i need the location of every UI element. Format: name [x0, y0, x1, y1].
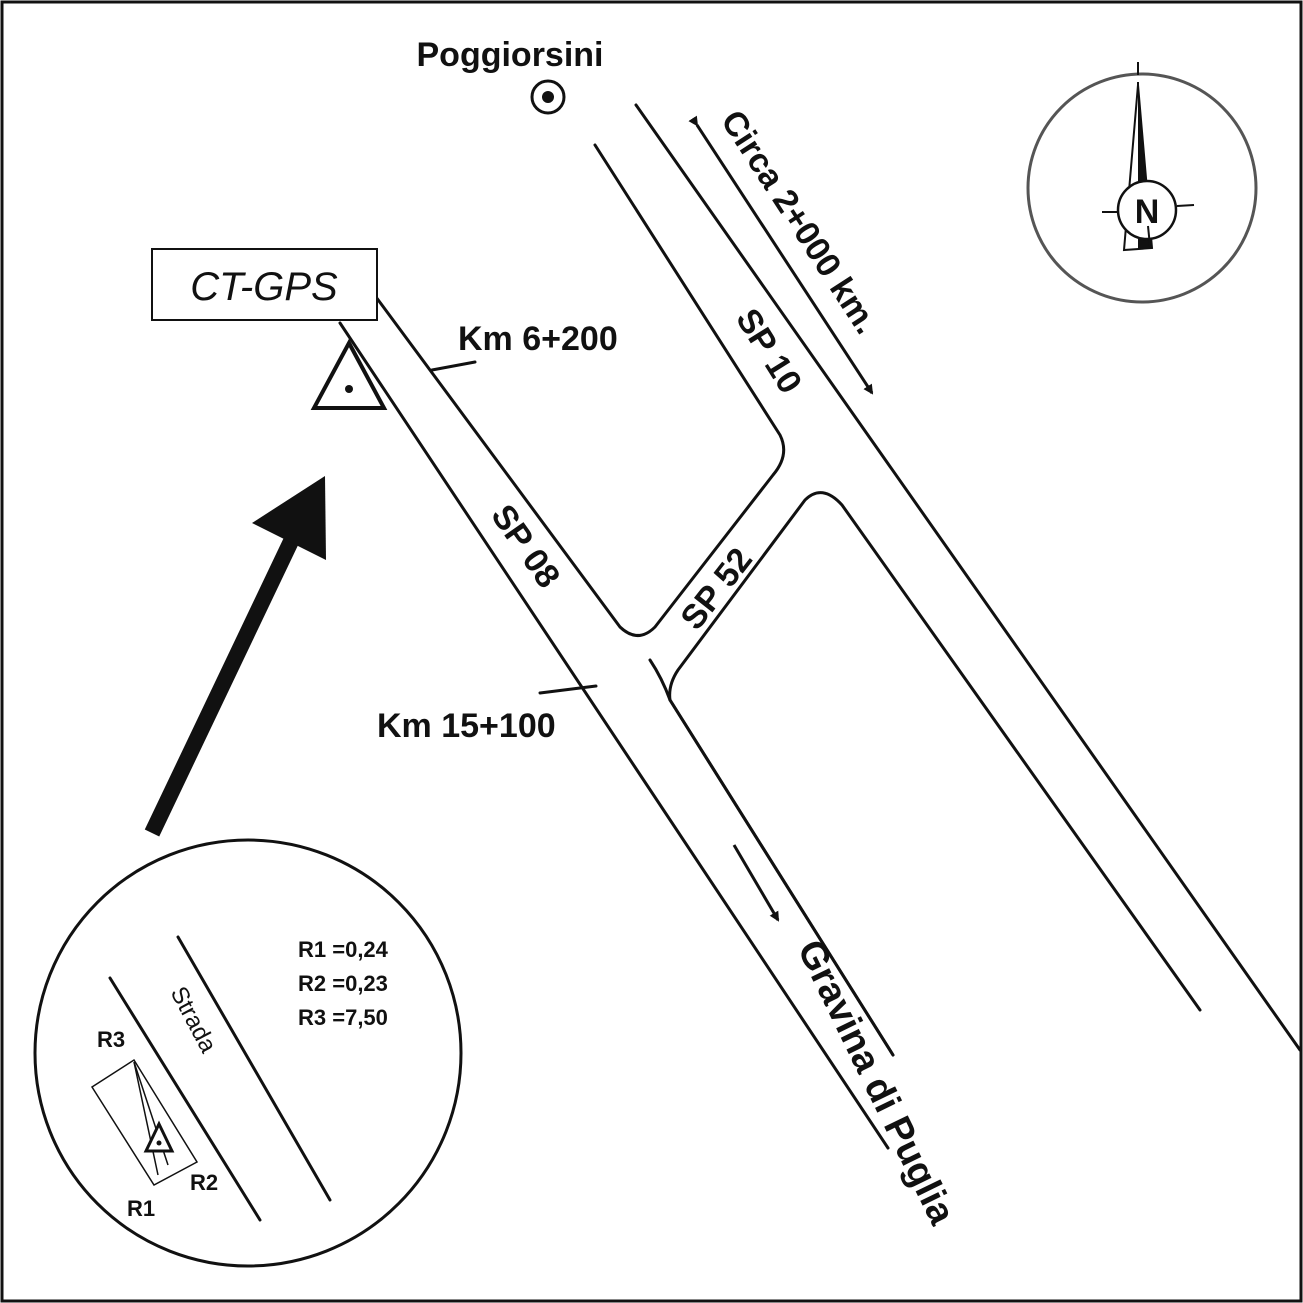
town-marker-icon	[530, 79, 566, 115]
pointer-arrow-icon	[144, 476, 326, 837]
road-sp52-lower-edge	[668, 491, 1202, 1012]
compass-letter: N	[1135, 193, 1160, 231]
inset-measurement-r2: R2 =0,23	[298, 971, 388, 996]
road-sp08-right-edge	[374, 143, 786, 637]
inset-reference-box	[90, 1058, 199, 1186]
km-marker-upper-label: Km 6+200	[458, 320, 618, 358]
inset-ref-r2: R2	[190, 1170, 218, 1195]
inset-measurement-r3: R3 =7,50	[298, 1005, 388, 1030]
inset-ref-r3: R3	[97, 1027, 125, 1052]
inset-road-edge-right	[176, 935, 332, 1202]
km-marker-tick-upper	[430, 360, 477, 372]
km-marker-tick-lower	[538, 684, 598, 695]
km-marker-lower-label: Km 15+100	[377, 707, 556, 745]
inset-road-edge-left	[108, 976, 262, 1222]
station-label-box: CT-GPS	[151, 248, 378, 321]
station-label: CT-GPS	[190, 265, 338, 309]
town-label: Poggiorsini	[417, 36, 604, 74]
road-sp08-left-edge	[338, 321, 890, 1150]
distance-arrow	[688, 115, 874, 395]
inset-gps-icon	[143, 1120, 175, 1153]
gps-station-icon	[310, 338, 388, 410]
inset-detail: Strada R3 R2 R1 R1 =0,24 R2 =0,23 R3 =7,…	[33, 838, 463, 1268]
north-compass-icon: N	[1026, 62, 1258, 304]
inset-measurement-r1: R1 =0,24	[298, 937, 389, 962]
road-gravina-right-edge	[668, 698, 895, 1057]
inset-ref-r1: R1	[127, 1196, 155, 1221]
direction-arrow-gravina	[732, 844, 780, 922]
